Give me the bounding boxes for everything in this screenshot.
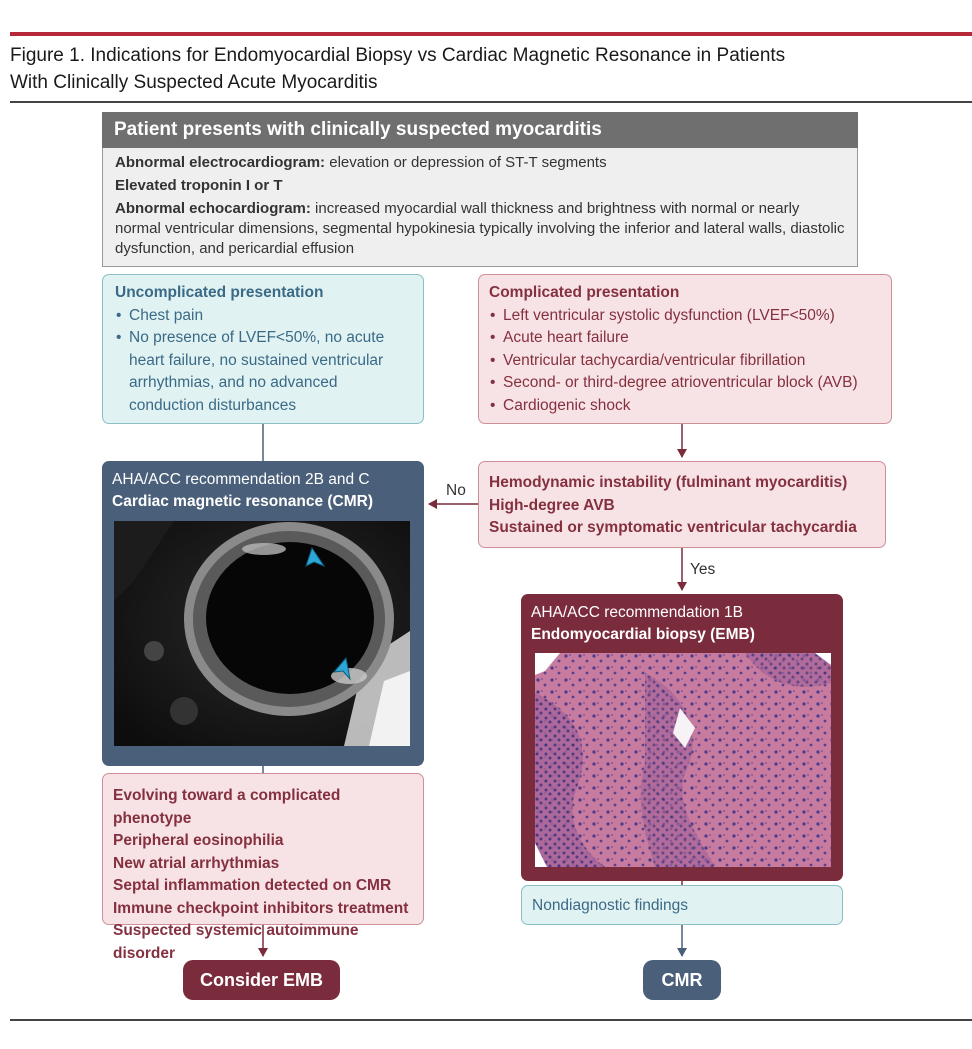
ecg-text: elevation or depression of ST-T segments [325,154,607,171]
echo-text: increased myocardial wall thickness and … [115,200,845,257]
list-item: Cardiogenic shock [489,395,881,418]
evolving-criteria-box: Evolving toward a complicated phenotype … [102,773,424,962]
evolving-line: Evolving toward a complicated phenotype [113,787,341,827]
arrowhead-marker-icon [305,546,326,568]
uncomplicated-heading: Uncomplicated presentation [115,284,324,301]
evolving-line: Immune checkpoint inhibitors treatment [113,899,409,917]
figure-title: Figure 1. Indications for Endomyocardial… [10,42,910,96]
presentation-heading: Patient presents with clinically suspect… [102,112,858,148]
no-branch-label: No [446,482,466,499]
emb-recommendation-level: AHA/ACC recommendation 1B [531,604,743,621]
yes-branch-label: Yes [690,561,716,578]
decision-line: Hemodynamic instability (fulminant myoca… [489,474,848,491]
ecg-criterion: Abnormal electrocardiogram: elevation or… [115,153,845,173]
arrowhead-marker-icon [332,656,351,681]
complicated-presentation-box: Complicated presentation Left ventricula… [478,274,892,424]
list-item: Chest pain [115,305,411,328]
ecg-label: Abnormal electrocardiogram: [115,154,326,171]
decision-line: High-degree AVB [489,496,615,514]
figure-title-line-1: Figure 1. Indications for Endomyocardial… [10,45,786,66]
echo-label: Abnormal echocardiogram: [115,200,311,217]
troponin-criterion: Elevated troponin I or T [115,176,845,196]
list-item: Acute heart failure [489,327,881,350]
evolving-line: New atrial arrhythmias [113,854,280,872]
bottom-divider [10,1019,972,1021]
presentation-criteria: Abnormal electrocardiogram: elevation or… [102,148,858,267]
cmr-image [114,521,410,746]
evolving-line: Septal inflammation detected on CMR [113,877,392,894]
list-item: No presence of LVEF<50%, no acute heart … [115,327,411,417]
list-item: Left ventricular systolic dysfunction (L… [489,305,881,328]
evolving-line: Suspected systemic autoimmune disorder [113,922,359,962]
consider-emb-outcome: Consider EMB [183,960,340,1000]
list-item: Second- or third-degree atrioventricular… [489,372,881,395]
emb-title: Endomyocardial biopsy (EMB) [531,626,755,643]
troponin-label: Elevated troponin I or T [115,177,283,194]
complicated-heading: Complicated presentation [489,284,680,301]
decision-line: Sustained or symptomatic ventricular tac… [489,519,857,536]
title-divider [10,101,972,103]
figure-title-line-2: With Clinically Suspected Acute Myocardi… [10,72,378,93]
nondiagnostic-findings-box: Nondiagnostic findings [521,885,843,925]
uncomplicated-presentation-box: Uncomplicated presentation Chest pain No… [102,274,424,424]
list-item: Ventricular tachycardia/ventricular fibr… [489,350,881,373]
evolving-line: Peripheral eosinophilia [113,832,284,849]
decision-criteria-box: Hemodynamic instability (fulminant myoca… [478,461,886,548]
top-accent-rule [10,32,972,36]
cmr-outcome: CMR [643,960,721,1000]
cmr-title: Cardiac magnetic resonance (CMR) [112,493,373,510]
echo-criterion: Abnormal echocardiogram: increased myoca… [115,199,845,259]
histology-image [535,653,831,867]
cmr-recommendation-level: AHA/ACC recommendation 2B and C [112,471,370,488]
